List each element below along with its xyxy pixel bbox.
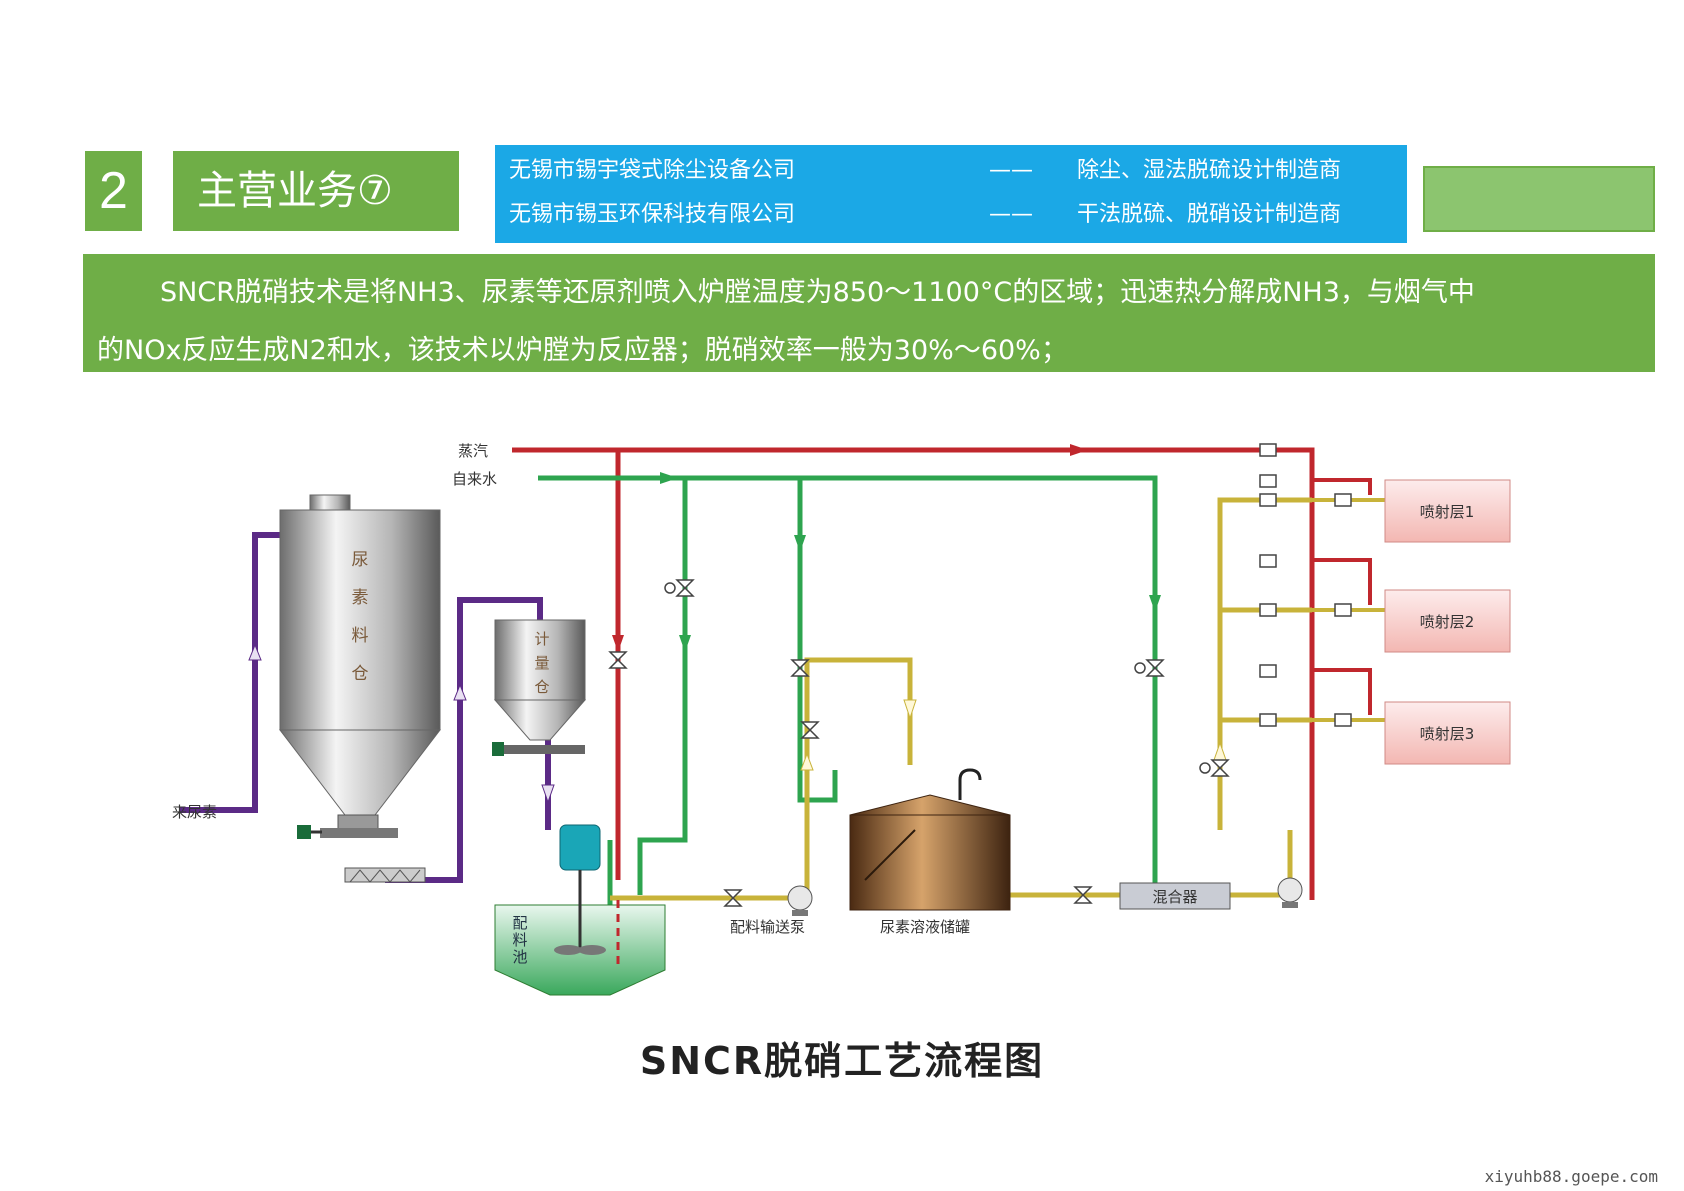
water-flow-arrow [660, 472, 678, 484]
valve-icon [1199, 759, 1230, 777]
water-line [538, 475, 1158, 920]
valve-icon [1259, 554, 1277, 568]
company-name: 无锡市锡宇袋式除尘设备公司 [509, 158, 796, 183]
company-role: 干法脱硫、脱硝设计制造商 [1077, 202, 1342, 227]
injection-layer-label: 喷射层3 [1420, 725, 1475, 743]
company-row: 无锡市锡宇袋式除尘设备公司 —— 除尘、湿法脱硫设计制造商 [509, 156, 1341, 186]
injection-layer-box: 喷射层1 [1384, 479, 1511, 543]
mixing-tank [494, 824, 666, 996]
output-pump [1277, 877, 1303, 908]
valve-icon [1073, 886, 1093, 904]
company-dash: —— [989, 158, 1033, 183]
solution-up-arrow [1213, 741, 1227, 761]
valve-icon [1259, 493, 1277, 507]
urea-silo-label-char: 素 [352, 588, 369, 608]
valve-icon [1334, 713, 1352, 727]
urea-silo-label-char: 尿 [352, 550, 369, 570]
valve-icon [1334, 493, 1352, 507]
company-name: 无锡市锡玉环保科技有限公司 [509, 202, 796, 227]
valve-icon [790, 659, 810, 677]
urea-up-arrow [453, 683, 467, 701]
description-panel: SNCR脱硝技术是将NH3、尿素等还原剂喷入炉膛温度为850～1100°C的区域… [83, 254, 1655, 372]
valve-icon [1259, 664, 1277, 678]
mixing-tank-label-char: 料 [512, 931, 527, 949]
company-row: 无锡市锡玉环保科技有限公司 —— 干法脱硫、脱硝设计制造商 [509, 200, 1341, 230]
urea-silo-label-char: 仓 [352, 664, 369, 684]
sncr-process-diagram: 尿 素 料 仓 计 量 仓 配 料 池 混合器 [172, 442, 1511, 996]
valve-icon [608, 651, 628, 669]
valve-icon [1134, 659, 1165, 677]
metering-label-char: 量 [534, 654, 549, 672]
transfer-pump [787, 885, 813, 916]
valve-icon [800, 721, 820, 739]
valve-icon [1259, 443, 1277, 457]
valve-icon [1259, 474, 1277, 488]
solution-down-arrow [903, 699, 917, 720]
injection-layer-label: 喷射层1 [1420, 503, 1475, 521]
valves [608, 443, 1352, 907]
description-line-1: SNCR脱硝技术是将NH3、尿素等还原剂喷入炉膛温度为850～1100°C的区域… [160, 277, 1475, 308]
section-number: 2 [85, 151, 142, 231]
valve-icon [723, 889, 743, 907]
injection-layer-box: 喷射层3 [1384, 701, 1511, 765]
steam-flow-arrow [1070, 444, 1088, 456]
valve-icon [1259, 713, 1277, 727]
metering-label-char: 仓 [534, 678, 549, 696]
source-watermark: xiyuhb88.goepe.com [1484, 1167, 1658, 1186]
incoming-urea-label: 来尿素 [172, 803, 217, 821]
urea-silo-label-char: 料 [352, 626, 369, 646]
injection-layer-label: 喷射层2 [1420, 613, 1475, 631]
valve-icon [1259, 603, 1277, 617]
description-line-2: 的NOx反应生成N2和水，该技术以炉膛为反应器；脱硝效率一般为30%～60%； [97, 335, 1068, 366]
company-role: 除尘、湿法脱硫设计制造商 [1077, 158, 1342, 183]
injection-layer-box: 喷射层2 [1384, 589, 1511, 653]
mixing-tank-label-char: 池 [512, 948, 527, 966]
transfer-pump-label: 配料输送泵 [730, 918, 805, 936]
solution-up-arrow [800, 752, 814, 771]
storage-tank-label: 尿素溶液储罐 [880, 918, 970, 936]
tap-water-label: 自来水 [452, 470, 497, 488]
urea-silo [278, 494, 442, 883]
water-down-arrow [679, 635, 691, 652]
company-banner: 无锡市锡宇袋式除尘设备公司 —— 除尘、湿法脱硫设计制造商 无锡市锡玉环保科技有… [495, 145, 1407, 243]
company-dash: —— [989, 202, 1033, 227]
water-down-arrow [794, 535, 806, 552]
valve-icon [1334, 603, 1352, 617]
urea-down-arrow [541, 784, 555, 804]
decorative-green-box [1423, 166, 1655, 232]
storage-tank [849, 768, 1011, 911]
mixer-unit [1119, 882, 1231, 910]
steam-label: 蒸汽 [458, 442, 488, 460]
section-title: 主营业务⑦ [173, 151, 459, 231]
steam-down-arrow [612, 635, 624, 652]
metering-bin [492, 619, 587, 756]
water-down-arrow [1149, 595, 1161, 612]
metering-label-char: 计 [534, 630, 549, 648]
injection-branches [1270, 448, 1385, 722]
urea-up-arrow [248, 643, 262, 661]
valve-icon [664, 579, 695, 597]
mixer-label: 混合器 [1152, 888, 1197, 906]
diagram-caption: SNCR脱硝工艺流程图 [639, 1039, 1045, 1083]
mixing-tank-label-char: 配 [512, 914, 527, 932]
